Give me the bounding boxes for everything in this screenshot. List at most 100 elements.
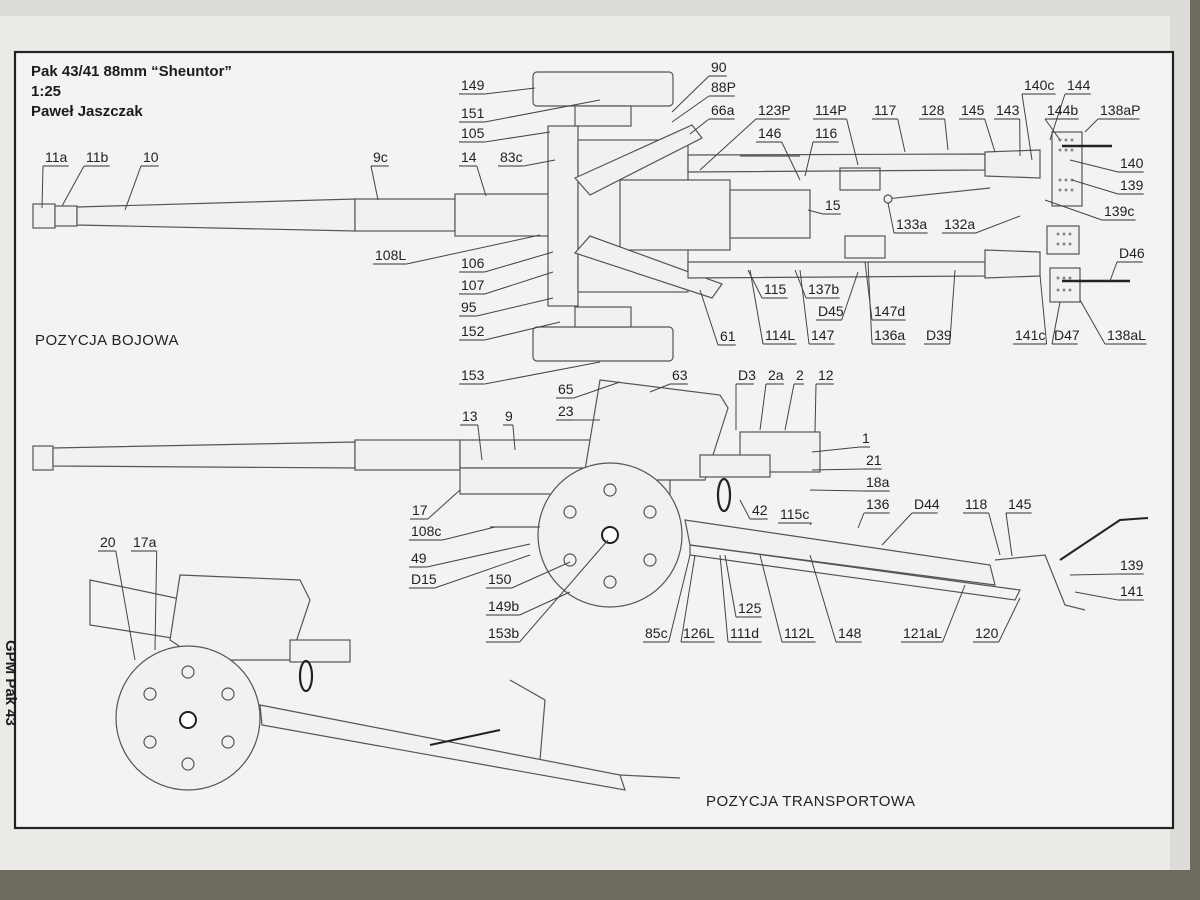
part-label-text: 123P [758,102,791,118]
part-label: 140 [1069,155,1144,173]
part-label: 145 [1005,496,1032,557]
part-label: 15 [807,197,841,215]
caption-battle-position: POZYCJA BOJOWA [35,332,179,349]
leader-line [781,141,801,181]
leader-line [811,446,861,453]
part-label: 114P [813,102,859,166]
part-label: 11a [41,149,69,209]
part-label: 114L [749,269,797,345]
part-label-text: D45 [818,303,844,319]
part-label-text: 148 [838,625,862,641]
part-label: 9c [370,149,389,201]
leader-line [511,561,571,589]
leader-line [724,554,737,618]
leader-line [1051,301,1061,345]
leader-line [897,118,906,153]
part-label-text: 141c [1015,327,1045,343]
part-label: 152 [459,321,561,341]
part-label-text: 151 [461,105,485,121]
part-label-text: 121aL [903,625,942,641]
part-label-text: 147 [811,327,835,343]
part-label-text: 112L [784,625,814,641]
part-label-text: 14 [461,149,477,165]
part-label-text: 146 [758,125,782,141]
part-label: 111d [719,554,762,643]
part-label: 2a [759,367,784,431]
leader-line [749,269,764,345]
part-label: 140c [1021,77,1056,161]
part-label-text: 65 [558,381,574,397]
leader-line [1069,159,1119,173]
transport-view-drawing [89,574,681,791]
part-label: 147 [799,269,835,345]
part-label: 141 [1074,583,1144,601]
leader-line [799,269,810,345]
leader-line [41,165,44,209]
part-label-text: 108L [375,247,406,263]
top-wheel-upper [532,71,674,107]
part-label-text: 140 [1120,155,1144,171]
leader-line [759,554,783,643]
part-label-text: D44 [914,496,940,512]
caption-transport-position: POZYCJA TRANSPORTOWA [706,793,915,810]
part-label: D15 [409,554,531,589]
part-label-text: 152 [461,323,485,339]
part-label-text: 115c [780,506,809,522]
leader-line [1084,118,1099,133]
part-label: 144 [1049,77,1091,141]
leader-line [484,321,561,341]
part-label-text: 11a [45,149,68,165]
part-label: 137b [794,269,840,299]
part-label-text: 18a [866,474,890,490]
part-label: 153 [459,361,601,385]
part-label: 17 [410,489,461,520]
leader-line [484,131,551,143]
part-label-text: 125 [738,600,762,616]
part-label: D46 [1109,245,1145,282]
leader-line [1021,93,1033,161]
part-label: 132a [942,215,1021,234]
title-model: Pak 43/41 88mm “Sheuntor” [31,63,232,80]
part-label: 107 [459,271,554,295]
leader-line [867,261,873,345]
part-label-text: 1 [862,430,870,446]
part-label-text: 138aL [1107,327,1146,343]
part-label: 85c [643,554,691,643]
leader-line [1039,274,1048,345]
part-label: 125 [724,554,762,618]
part-label-text: 17 [412,502,428,518]
part-label: 149b [486,591,571,616]
part-label: 61 [699,289,736,346]
part-label: D47 [1051,301,1080,345]
part-label-text: 144b [1047,102,1078,118]
part-label-text: 118 [965,496,988,512]
part-label-text: 139 [1120,177,1144,193]
part-label-text: 139 [1120,557,1144,573]
leader-line [811,468,865,471]
part-label-text: 114P [815,102,847,118]
part-label: 138aL [1079,299,1147,345]
leader-line [476,297,554,317]
part-label-text: 144 [1067,77,1091,93]
leader-line [124,165,142,211]
leader-line [115,550,136,661]
part-label-text: 153 [461,367,485,383]
part-label-text: 107 [461,277,485,293]
part-label-text: D46 [1119,245,1145,261]
leader-line [942,584,966,643]
part-label: 123P [699,102,791,171]
part-label: 18a [809,474,890,492]
leader-line [1071,179,1119,195]
part-label-text: 15 [825,197,841,213]
leader-line [949,269,956,345]
part-label: 112L [759,554,816,643]
part-label-text: 114L [765,327,795,343]
leader-line [523,159,556,167]
part-label: 136 [857,496,890,529]
part-label: D45 [816,271,859,321]
part-label-text: 149 [461,77,485,93]
leader-line [846,118,859,166]
part-label-text: 136a [874,327,905,343]
leader-line [1069,573,1119,576]
